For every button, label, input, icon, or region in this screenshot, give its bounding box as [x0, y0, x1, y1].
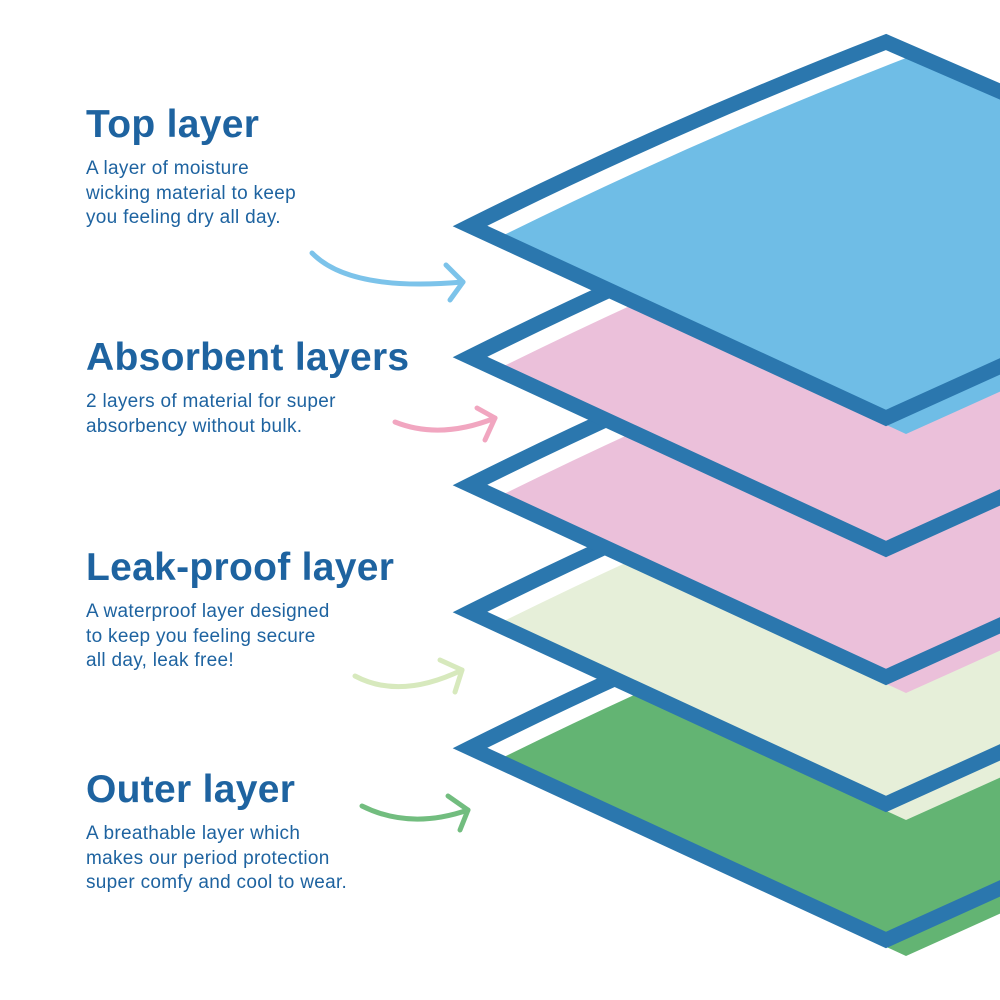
section-title: Top layer: [86, 103, 260, 146]
desc-line: A breathable layer which: [86, 823, 301, 844]
desc-line: makes our period protection: [86, 847, 330, 869]
outer-layer-arrow-icon: [359, 803, 471, 822]
section-title: Absorbent layers: [86, 336, 410, 379]
top-layer: [452, 33, 1000, 434]
desc-line: absorbency without bulk.: [86, 415, 303, 437]
outer-layer-arrowhead-icon: [445, 793, 471, 833]
leak-proof-layer-arrow-icon: [352, 667, 465, 690]
leak-proof-layer-arrowhead-icon: [437, 657, 465, 695]
desc-line: to keep you feeling secure: [86, 625, 316, 647]
section-description: A breathable layer which makes our perio…: [86, 822, 347, 896]
top-layer-outline: [452, 33, 1000, 427]
desc-line: wicking material to keep: [86, 182, 296, 204]
top-layer-fill: [490, 58, 1000, 434]
section-description: A waterproof layer designed to keep you …: [86, 600, 394, 674]
absorbent-layers-arrowhead-icon: [474, 405, 498, 443]
section-outer-layer: Outer layer A breathable layer which mak…: [86, 768, 347, 896]
top-layer-arrowhead-icon: [443, 262, 466, 303]
section-description: 2 layers of material for super absorbenc…: [86, 390, 409, 439]
top-layer-arrow-icon: [309, 250, 466, 287]
section-absorbent-layers: Absorbent layers 2 layers of material fo…: [86, 336, 409, 439]
desc-line: 2 layers of material for super: [86, 391, 336, 412]
section-top-layer: Top layer A layer of moisture wicking ma…: [86, 103, 296, 231]
section-description: A layer of moisture wicking material to …: [86, 157, 296, 231]
outer-layer-outline: [452, 555, 1000, 949]
section-leak-proof-layer: Leak-proof layer A waterproof layer desi…: [86, 546, 394, 674]
section-title: Leak-proof layer: [86, 546, 395, 589]
desc-line: all day, leak free!: [86, 650, 234, 671]
desc-line: A waterproof layer designed: [86, 601, 330, 622]
absorbent-layers-arrow-icon: [392, 415, 498, 433]
desc-line: super comfy and cool to wear.: [86, 872, 348, 893]
desc-line: you feeling dry all day.: [86, 207, 281, 228]
section-title: Outer layer: [86, 768, 296, 811]
desc-line: A layer of moisture: [86, 158, 250, 179]
